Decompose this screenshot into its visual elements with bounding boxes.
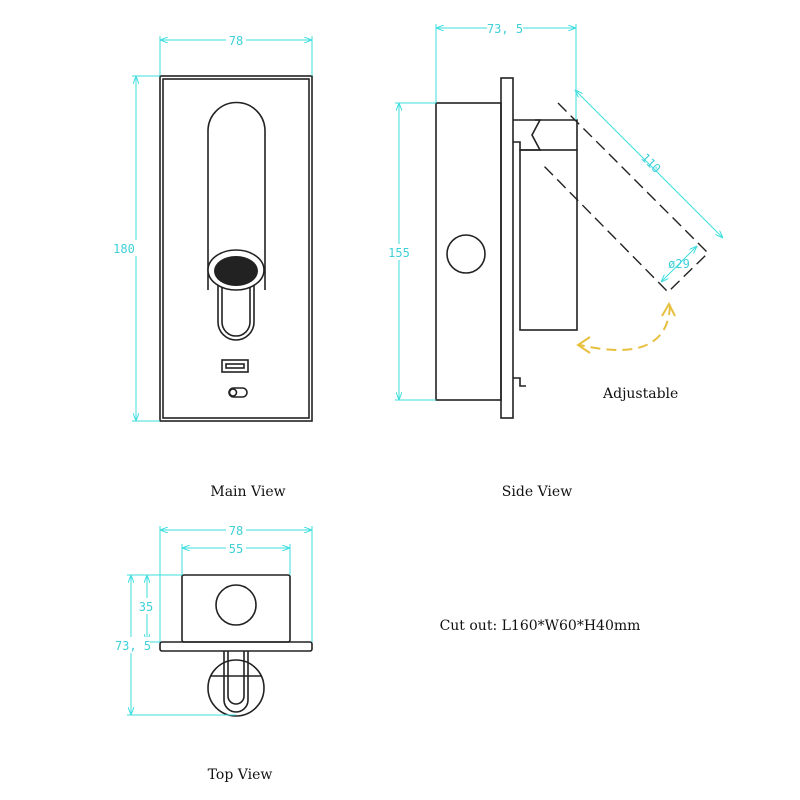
side-depth-dim: 73, 5: [487, 22, 523, 36]
adjustable-label: Adjustable: [602, 386, 678, 402]
side-plate: [500, 77, 514, 419]
cutout-note: Cut out: L160*W60*H40mm: [440, 618, 641, 634]
arm-top: [223, 651, 249, 713]
side-view: 73, 5 155 110 ø29 Adjustable Side View: [386, 20, 723, 500]
side-view-title: Side View: [502, 484, 572, 500]
main-width-dim: 78: [229, 34, 243, 48]
adjust-arrow-icon: [579, 304, 671, 351]
lamp-arm-loop: [217, 282, 255, 341]
switch-toggle: [513, 377, 526, 387]
main-height-dim: 180: [113, 242, 135, 256]
top-plate: [159, 641, 313, 652]
main-view-title: Main View: [210, 484, 285, 500]
top-hole: [215, 584, 257, 626]
top-inner-width-dim: 55: [229, 542, 243, 556]
top-box-depth-dim: 35: [139, 600, 153, 614]
lamp-head: [519, 149, 578, 331]
wall-plate: [159, 75, 313, 422]
cable-hole: [446, 234, 486, 274]
lamp-slot: [207, 101, 266, 290]
arm-length-dim: 110: [638, 151, 663, 176]
diameter-dim: ø29: [668, 257, 690, 271]
top-width-dim: 78: [229, 524, 243, 538]
top-view: 78 55 35 73, 5 Top View: [115, 522, 313, 783]
top-view-title: Top View: [208, 767, 273, 783]
main-view: 78 180 Main View: [113, 32, 313, 500]
usb-port-icon: [221, 359, 249, 373]
lens-icon: [214, 256, 258, 286]
lamp-head-top: [207, 659, 265, 717]
side-height-dim: 155: [388, 246, 410, 260]
back-box: [435, 102, 502, 401]
top-total-depth-dim: 73, 5: [115, 639, 151, 653]
